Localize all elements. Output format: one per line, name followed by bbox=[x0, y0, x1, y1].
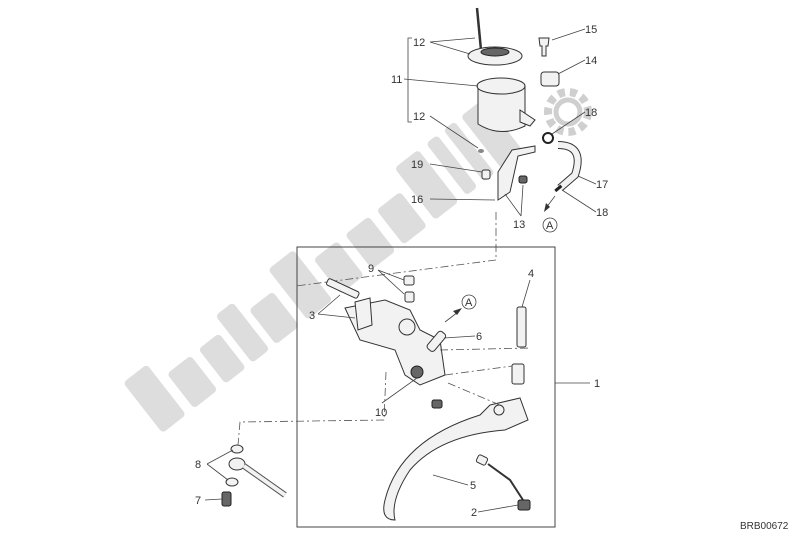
callout-a: A bbox=[465, 297, 473, 309]
callout-7: 7 bbox=[195, 495, 201, 507]
part-lever bbox=[383, 397, 529, 521]
part-nut-10 bbox=[431, 399, 443, 409]
part-cap-9 bbox=[403, 275, 415, 286]
part-pin-4 bbox=[516, 306, 527, 348]
watermark-logo bbox=[124, 100, 522, 432]
callout-8: 8 bbox=[195, 459, 201, 471]
callout-11: 11 bbox=[391, 74, 402, 86]
callout-5: 5 bbox=[470, 480, 476, 492]
callout-labels: 12 11 12 15 14 18 19 17 16 18 13 A 9 4 3… bbox=[195, 24, 789, 532]
callout-18: 18 bbox=[596, 207, 608, 219]
callout-19: 19 bbox=[411, 159, 423, 171]
part-fitting-6 bbox=[426, 330, 447, 352]
part-clamp bbox=[542, 132, 554, 144]
callout-13: 13 bbox=[513, 219, 525, 231]
callout-12: 12 bbox=[413, 37, 425, 49]
part-bolt-19 bbox=[481, 169, 491, 180]
callout-12: 12 bbox=[413, 111, 425, 123]
part-banjo-bolt bbox=[221, 491, 232, 507]
callout-14: 14 bbox=[585, 55, 597, 67]
group-bracket bbox=[407, 37, 412, 123]
part-bracket bbox=[497, 145, 536, 201]
part-nut-13 bbox=[518, 175, 528, 184]
callout-a: A bbox=[546, 220, 554, 232]
callout-4: 4 bbox=[528, 268, 534, 280]
callout-2: 2 bbox=[471, 507, 477, 519]
callout-15: 15 bbox=[585, 24, 597, 36]
gear-icon bbox=[544, 88, 592, 136]
callout-10: 10 bbox=[375, 407, 387, 419]
part-bolt-15 bbox=[538, 37, 550, 57]
part-grommet-14 bbox=[540, 71, 560, 87]
part-washer bbox=[230, 444, 244, 454]
part-banjo bbox=[228, 457, 246, 471]
callout-3: 3 bbox=[309, 310, 315, 322]
part-bushing bbox=[511, 363, 525, 385]
part-screw-3 bbox=[326, 278, 360, 299]
callout-6: 6 bbox=[476, 331, 482, 343]
callout-1: 1 bbox=[594, 378, 600, 390]
callout-17: 17 bbox=[596, 179, 608, 191]
part-switch bbox=[475, 454, 489, 466]
assembly-box bbox=[296, 246, 556, 528]
part-clamp-3 bbox=[354, 297, 373, 331]
callout-9: 9 bbox=[368, 263, 374, 275]
callout-16: 16 bbox=[411, 194, 423, 206]
diagram-code: BRB00672 bbox=[740, 521, 789, 532]
callout-18: 18 bbox=[585, 107, 597, 119]
part-screw bbox=[475, 7, 483, 51]
part-reservoir bbox=[477, 85, 526, 132]
